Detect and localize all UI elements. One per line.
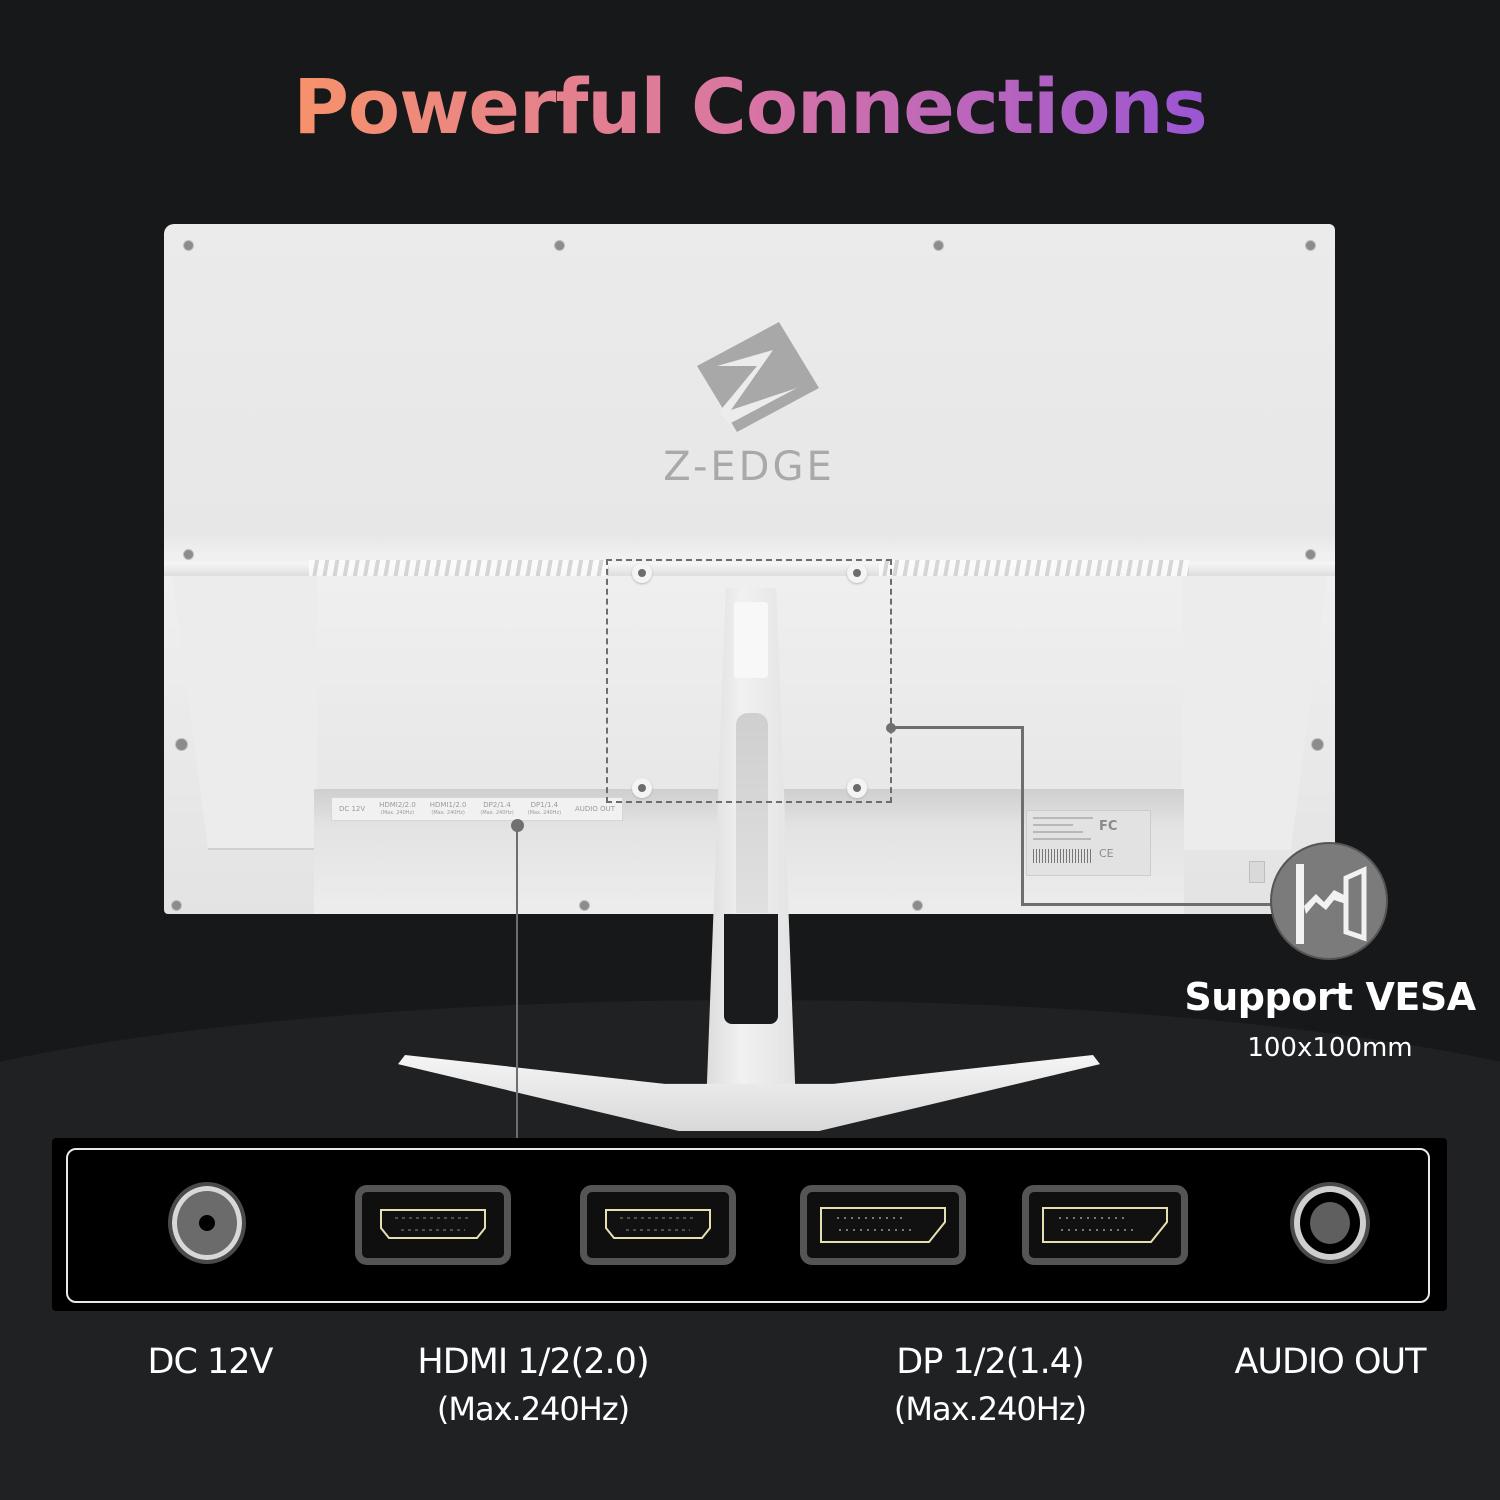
callout-line [892,726,1024,729]
callout-dot [886,723,896,733]
callout-dot [511,819,524,832]
audio-jack-icon [1290,1182,1370,1264]
kensington-lock-slot [1249,861,1265,883]
caption-dp: DP 1/2(1.4) [896,1342,1084,1382]
ports-panel-frame [66,1148,1430,1303]
rear-port-label: DP2/1.4(Max. 240Hz) [480,801,514,816]
screw [184,550,193,559]
ce-mark: CE [1099,847,1114,860]
screw [1312,739,1323,750]
page-title: Powerful Connections [293,62,1208,151]
callout-line [1021,903,1281,906]
screw [934,241,943,250]
vesa-size: 100x100mm [1247,1033,1413,1063]
vent-right [879,560,1189,576]
caption-dp-refresh: (Max.240Hz) [893,1390,1087,1428]
hdmi-port-icon [580,1185,736,1265]
caption-hdmi-refresh: (Max.240Hz) [436,1390,630,1428]
caption-hdmi: HDMI 1/2(2.0) [417,1342,649,1382]
rear-panel-right [1182,576,1327,850]
vesa-title: Support VESA [1184,975,1476,1019]
vesa-screw-hole [847,778,867,798]
cable-management-hole [724,914,778,1024]
rear-port-label: DC 12V [338,805,366,813]
caption-audio-out: AUDIO OUT [1234,1342,1426,1382]
vesa-badge [1270,842,1388,960]
fcc-mark: FC [1099,819,1118,834]
dc-power-jack-icon [168,1182,246,1264]
rear-port-label: DP1/1.4(Max. 240Hz) [527,801,562,816]
stand-handle-slot [734,602,768,678]
screw [172,901,181,910]
screw [1306,241,1315,250]
hdmi-port-icon [355,1185,511,1265]
rear-port-label-strip: DC 12V HDMI2/2.0(Max. 240Hz) HDMI1/2.0(M… [331,797,623,821]
vesa-screw-hole [632,778,652,798]
rear-port-label: HDMI2/2.0(Max. 240Hz) [379,801,416,816]
vesa-screw-hole [632,563,652,583]
caption-dc-12v: DC 12V [147,1342,274,1382]
regulatory-label: FC CE [1026,810,1151,876]
screw [555,241,564,250]
screw [913,901,922,910]
brand-name: Z-EDGE [663,444,835,490]
screw [1306,550,1315,559]
vent-left [309,560,609,576]
z-edge-logo-icon [697,322,819,432]
screw [580,901,589,910]
vesa-screw-hole [847,563,867,583]
vesa-mount-area [606,559,892,803]
cable-channel [736,713,768,913]
screw [184,241,193,250]
callout-line [516,830,518,1138]
brand-logo: Z-EDGE [644,314,854,490]
displayport-icon [800,1185,966,1265]
screw [176,739,187,750]
callout-line [1021,726,1024,906]
rear-port-label: AUDIO OUT [574,805,615,813]
rear-panel-left [172,576,317,850]
displayport-icon [1022,1185,1188,1265]
ports-panel [52,1138,1447,1311]
barcode [1033,849,1091,863]
wall-mount-arm-icon [1296,864,1367,944]
rear-port-label: HDMI1/2.0(Max. 240Hz) [429,801,467,816]
